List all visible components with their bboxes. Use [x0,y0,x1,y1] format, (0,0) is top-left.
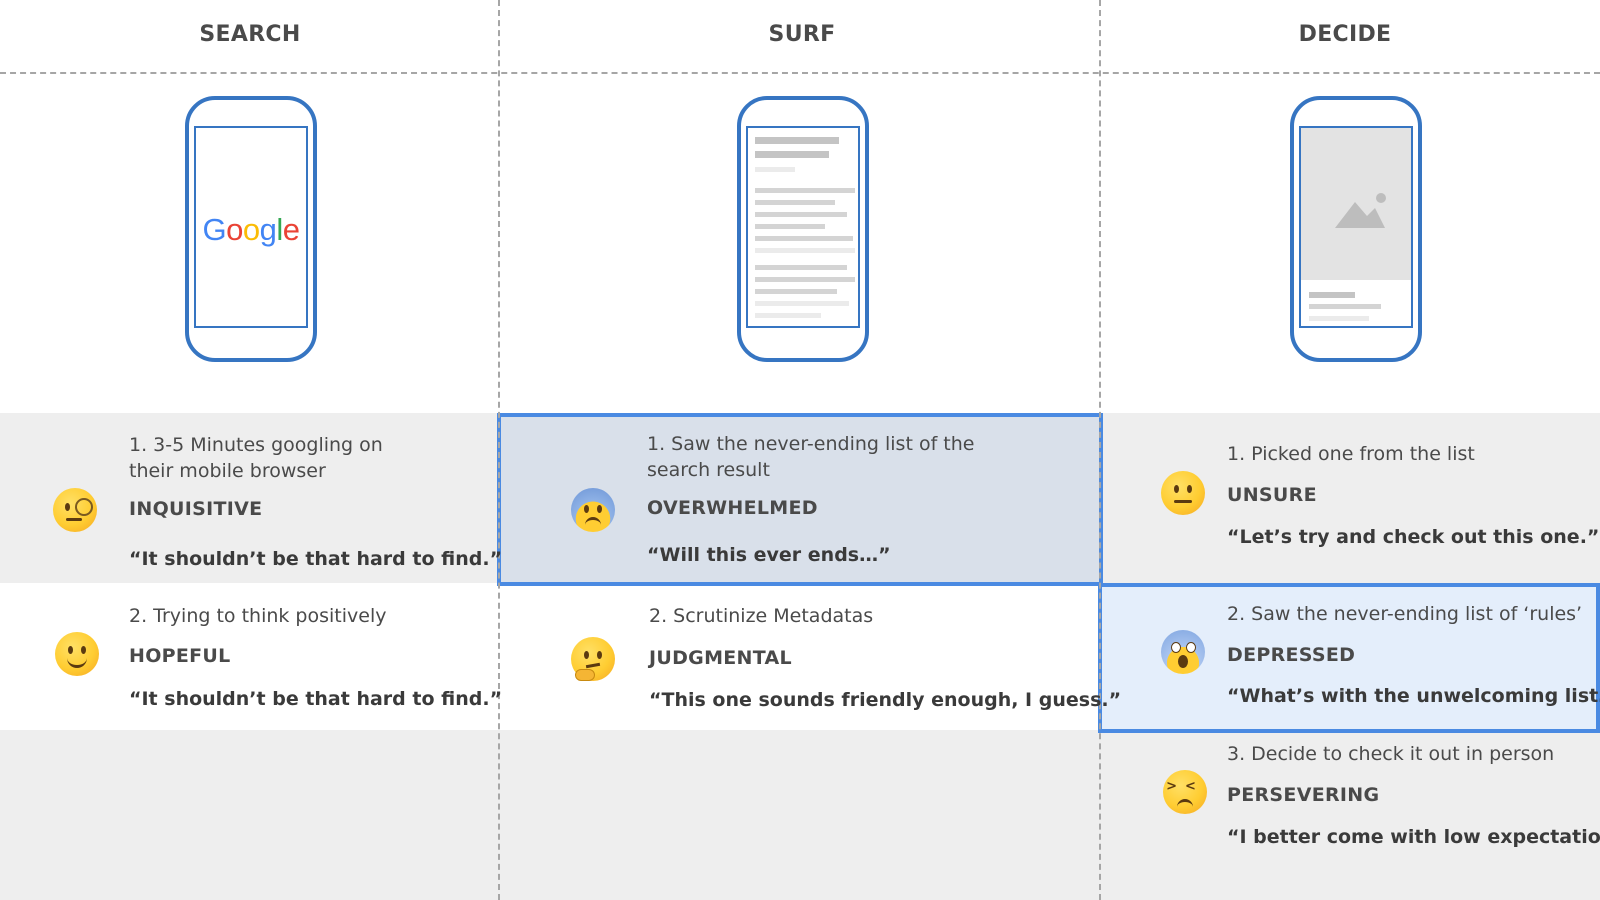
persevering-face-icon: >< [1163,770,1207,814]
surf-step-1-line1: 1. Saw the never-ending list of the [647,433,975,455]
header-divider [0,72,1600,74]
surf-step-1: 1. Saw the never-ending list of the sear… [647,431,974,483]
search-quote-1: “It shouldn’t be that hard to find.” [129,548,503,570]
column-divider-2 [1099,0,1101,900]
surf-quote-1: “Will this ever ends…” [647,544,891,566]
anxious-face-with-sweat-icon [571,488,615,532]
search-step-1-line2: their mobile browser [129,460,326,482]
column-divider-1 [498,0,500,900]
decide-step-1: 1. Picked one from the list [1227,443,1475,465]
search-step-1-line1: 1. 3-5 Minutes googling on [129,434,383,456]
neutral-face-icon [1161,471,1205,515]
decide-emotion-1: UNSURE [1227,484,1317,506]
phone-screen-list [746,126,860,328]
search-emotion-2: HOPEFUL [129,645,231,667]
search-step-1: 1. 3-5 Minutes googling on their mobile … [129,432,383,484]
decide-emotion-3: PERSEVERING [1227,784,1380,806]
decide-quote-2: “What’s with the unwelcoming list…” [1227,685,1600,707]
search-quote-2: “It shouldn’t be that hard to find.” [129,688,503,710]
phone-screen-detail [1299,126,1413,328]
google-logo: Google [202,212,300,247]
decide-step-3: 3. Decide to check it out in person [1227,743,1555,765]
face-screaming-in-fear-icon [1161,630,1205,674]
phone-surf-illustration [737,96,869,362]
surf-emotion-1: OVERWHELMED [647,497,818,519]
decide-quote-3: “I better come with low expectation.” [1227,826,1600,848]
phone-search-illustration: Google [185,96,317,362]
slightly-smiling-face-icon [55,632,99,676]
surf-emotion-2: JUDGMENTAL [649,647,792,669]
phone-screen: Google [194,126,308,328]
surf-step-1-line2: search result [647,459,770,481]
surf-empty-band [500,730,1100,900]
decide-quote-1: “Let’s try and check out this one.” [1227,526,1600,548]
decide-row3-band [1100,730,1600,900]
image-placeholder [1301,128,1411,280]
phone-decide-illustration [1290,96,1422,362]
mountain-image-icon [1335,193,1386,228]
column-header-decide: DECIDE [1298,22,1392,47]
column-header-search: SEARCH [199,22,301,47]
decide-step-2: 2. Saw the never-ending list of ‘rules’ [1227,603,1583,625]
surf-step-2: 2. Scrutinize Metadatas [649,605,874,627]
search-emotion-1: INQUISITIVE [129,498,263,520]
surf-highlight-box [497,413,1103,586]
surf-quote-2: “This one sounds friendly enough, I gues… [649,689,1122,711]
search-empty-band [0,730,500,900]
decide-emotion-2: DEPRESSED [1227,644,1356,666]
face-with-monocle-icon [53,488,97,532]
search-step-2: 2. Trying to think positively [129,605,387,627]
column-header-surf: SURF [768,22,836,47]
thinking-face-icon [571,637,615,681]
